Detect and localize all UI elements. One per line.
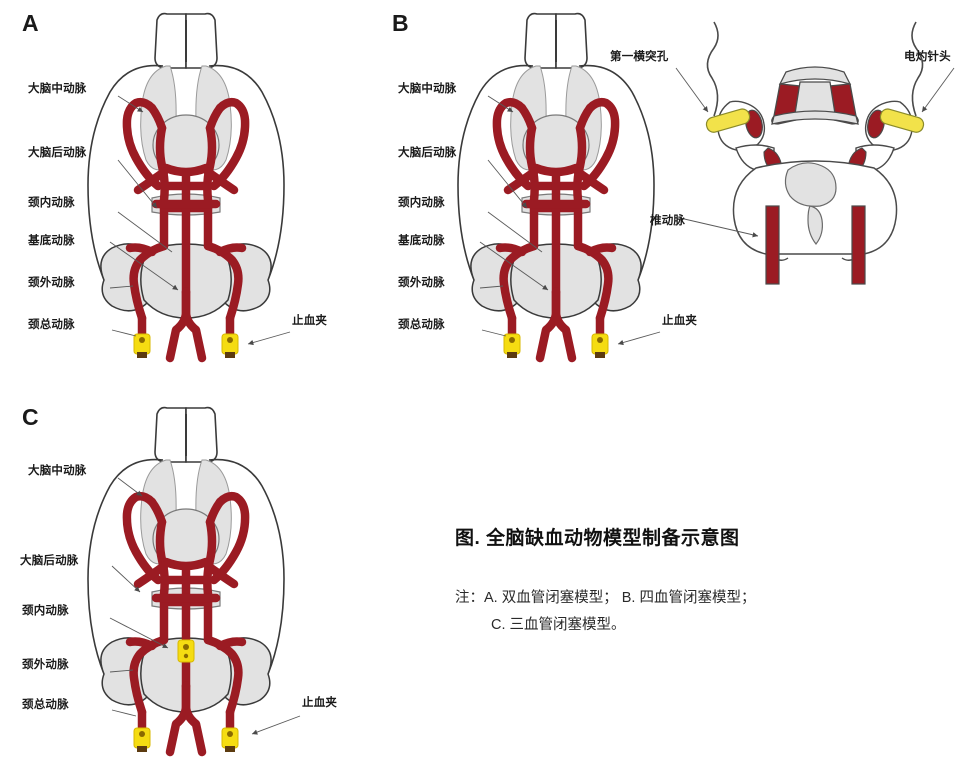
label-c-cca: 颈总动脉 (22, 699, 69, 711)
panel-b: B (370, 0, 962, 390)
clamp-right-a (221, 333, 239, 358)
vertebra-diagram (675, 21, 955, 285)
panel-b-brain-diagram (457, 12, 661, 363)
label-b-first-transverse-foramen: 第一横突孔 (610, 51, 669, 63)
label-b-ica: 颈内动脉 (398, 197, 445, 209)
arteries-b (492, 97, 620, 363)
clamp-left-c (133, 727, 151, 752)
label-c-ica: 颈内动脉 (22, 605, 69, 617)
label-b-clamp: 止血夹 (662, 315, 698, 327)
caption-title: 图. 全脑缺血动物模型制备示意图 (455, 528, 740, 549)
caption-note-line-1: 注：A. 双血管闭塞模型； B. 四血管闭塞模型； (455, 589, 756, 606)
panel-c: C (0, 398, 400, 773)
label-a-clamp: 止血夹 (292, 315, 328, 327)
clamp-left-a (133, 333, 151, 358)
needle-wires (706, 21, 924, 117)
label-b-mca: 大脑中动脉 (398, 83, 457, 95)
label-a-cca: 颈总动脉 (28, 319, 75, 331)
panel-a-letter: A (22, 10, 39, 36)
cautery-needle-right (879, 108, 925, 133)
label-a-mca: 大脑中动脉 (28, 83, 87, 95)
clamp-right-c (221, 727, 239, 752)
panel-b-letter: B (392, 10, 409, 36)
label-b-vertebral-artery: 椎动脉 (650, 215, 686, 227)
vertebral-arteries-descending (765, 205, 866, 285)
figure-caption: 图. 全脑缺血动物模型制备示意图 注：A. 双血管闭塞模型； B. 四血管闭塞模… (455, 528, 925, 640)
label-c-mca: 大脑中动脉 (28, 465, 87, 477)
panel-a-brain-diagram (87, 12, 291, 363)
leader-lines-c (109, 477, 301, 735)
vertebra-leader-lines (675, 67, 955, 238)
leader-lines-b (479, 95, 661, 346)
arteries-a (122, 97, 250, 363)
label-b-basilar: 基底动脉 (398, 235, 445, 247)
arteries-c (122, 491, 250, 757)
vertebra-lower-body (732, 144, 898, 261)
panel-c-brain-diagram (87, 406, 301, 757)
leader-lines-a (109, 95, 291, 346)
label-a-ica: 颈内动脉 (28, 197, 75, 209)
caption-note-line-2: C. 三血管闭塞模型。 (491, 617, 626, 634)
brain-outline-c (87, 406, 285, 713)
clamp-right-b (591, 333, 609, 358)
label-b-cca: 颈总动脉 (398, 319, 445, 331)
label-b-pca: 大脑后动脉 (398, 147, 457, 159)
clamp-left-b (503, 333, 521, 358)
label-b-cautery-needle: 电灼针头 (904, 51, 951, 63)
panel-c-letter: C (22, 404, 39, 430)
label-a-basilar: 基底动脉 (28, 235, 75, 247)
label-c-pca: 大脑后动脉 (20, 555, 79, 567)
vertebra-top-body (771, 66, 859, 125)
label-c-clamp: 止血夹 (302, 697, 338, 709)
label-a-pca: 大脑后动脉 (28, 147, 87, 159)
cautery-needle-left (705, 108, 751, 133)
label-b-eca: 颈外动脉 (398, 277, 445, 289)
clamp-basilar-c (177, 639, 195, 663)
panel-a: A (0, 0, 380, 390)
label-a-eca: 颈外动脉 (28, 277, 75, 289)
label-c-eca: 颈外动脉 (22, 659, 69, 671)
